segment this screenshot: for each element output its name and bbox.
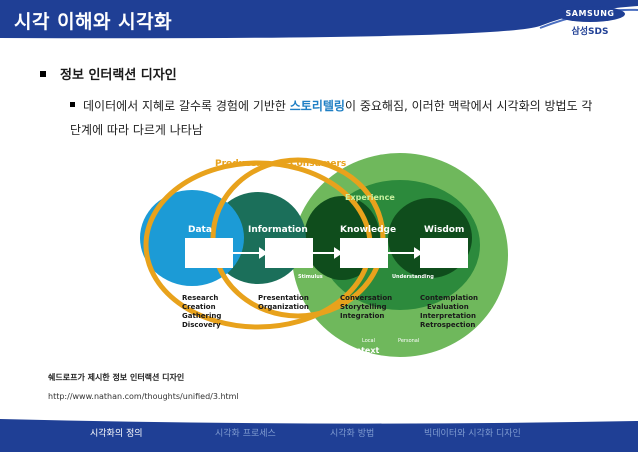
scope-global: Global: [308, 338, 324, 344]
slide-header: 시각 이해와 시각화 SAMSUNG 삼성SDS: [0, 0, 638, 48]
scope-local: Local: [362, 338, 375, 344]
bullet-square-icon: [40, 70, 46, 77]
nav-item-definition[interactable]: 시각화의 정의: [90, 429, 143, 439]
experience-label: Experience: [345, 193, 395, 202]
bullet-square-icon: [70, 102, 75, 107]
nav-item-methods[interactable]: 시각화 방법: [330, 429, 375, 439]
detail-text: Organization: [258, 303, 309, 311]
page-title: 시각 이해와 시각화: [14, 11, 173, 33]
interaction-design-diagram: Producers Consumers Experience Data Info…: [130, 150, 510, 360]
bullet1-text: 정보 인터랙션 디자인: [60, 68, 177, 83]
information-box: [265, 238, 313, 268]
stage-label-knowledge: Knowledge: [340, 225, 396, 235]
diagram-svg: Producers Consumers Experience Data Info…: [140, 153, 508, 357]
bullet2-highlight: 스토리텔링: [289, 99, 345, 113]
detail-text: Discovery: [182, 321, 221, 329]
bullet-level1: 정보 인터랙션 디자인: [40, 64, 177, 83]
understanding-label: Understanding: [392, 274, 434, 280]
footer-nav-bar: [0, 419, 638, 452]
flow-arrows: [233, 247, 423, 259]
detail-text: Storytelling: [340, 303, 387, 311]
source-link[interactable]: http://www.nathan.com/thoughts/unified/3…: [48, 392, 239, 401]
bullet2-text-post: 이 중요해짐, 이러한 맥락에서 시각화의 방법도 각 단계에 따라 다르게 나…: [70, 99, 593, 137]
bullet-level2: 데이터에서 지혜로 갈수록 경험에 기반한 스토리텔링이 중요해짐, 이러한 맥…: [70, 94, 600, 142]
stage-label-data: Data: [188, 225, 212, 235]
producers-label: Producers: [215, 159, 266, 169]
diagram-caption: 쉐드로프가 제시한 정보 인터랙션 디자인: [48, 373, 185, 382]
nav-item-process[interactable]: 시각화 프로세스: [215, 429, 276, 439]
detail-text: Integration: [340, 312, 384, 320]
detail-text: Gathering: [182, 312, 221, 320]
scope-personal: Personal: [398, 338, 419, 344]
stage-label-information: Information: [248, 225, 308, 235]
consumers-label: Consumers: [290, 159, 346, 169]
detail-text: Retrospection: [420, 321, 475, 329]
samsung-sds-logo: SAMSUNG 삼성SDS: [550, 6, 630, 37]
detail-text: Conversation: [340, 294, 392, 302]
footer-band: [0, 419, 638, 452]
wisdom-details: Contemplation Evaluation Interpretation …: [420, 294, 478, 329]
data-box: [185, 238, 233, 268]
detail-text: Interpretation: [420, 312, 476, 320]
knowledge-details: Conversation Storytelling Integration: [340, 294, 392, 320]
stimulus-label: Stimulus: [298, 274, 323, 280]
wisdom-box: [420, 238, 468, 268]
context-label: Context: [344, 346, 379, 355]
data-details: Research Creation Gathering Discovery: [182, 294, 221, 329]
detail-text: Contemplation: [420, 294, 478, 302]
nav-item-bigdata[interactable]: 빅데이터와 시각화 디자인: [424, 429, 521, 439]
logo-sub: 삼성SDS: [571, 27, 609, 37]
detail-text: Creation: [182, 303, 216, 311]
bullet2-text-pre: 데이터에서 지혜로 갈수록 경험에 기반한: [83, 99, 290, 113]
information-details: Presentation Organization: [258, 294, 309, 311]
stage-label-wisdom: Wisdom: [424, 225, 464, 235]
detail-text: Presentation: [258, 294, 309, 302]
knowledge-box: [340, 238, 388, 268]
detail-text: Evaluation: [427, 303, 469, 311]
detail-text: Research: [182, 294, 218, 302]
logo-brand: SAMSUNG: [555, 6, 625, 22]
